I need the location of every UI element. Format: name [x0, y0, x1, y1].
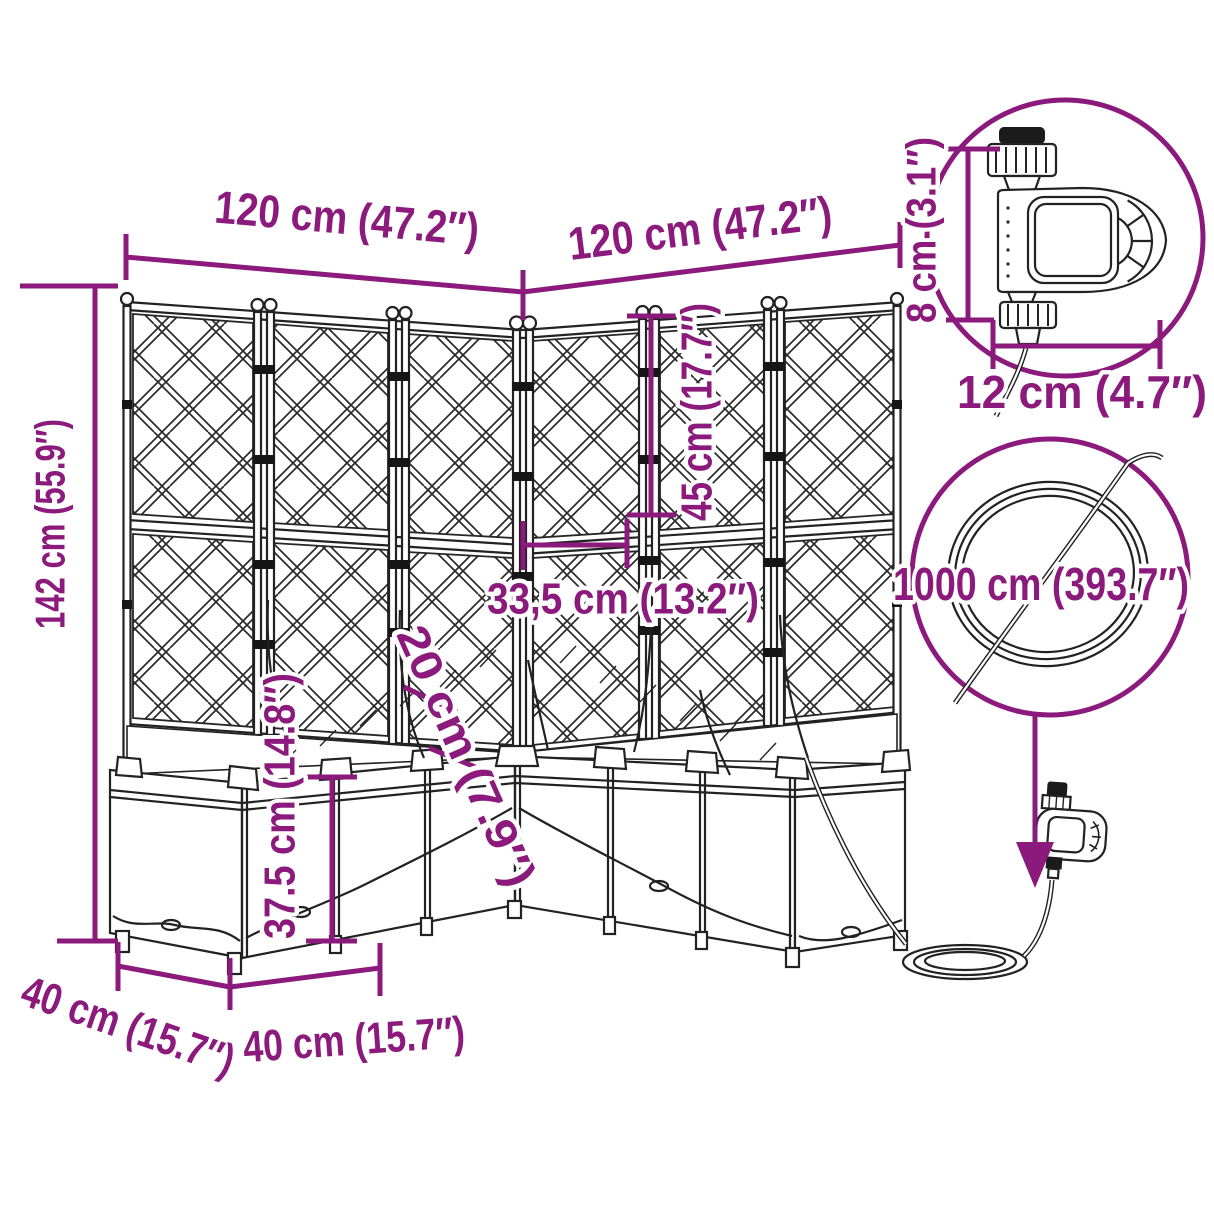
dim-trellis-section-label: 45 cm (17.7″) — [673, 303, 722, 521]
dim-timer-width-line — [990, 320, 1163, 369]
dim-trellis-section-line — [627, 313, 676, 518]
corner-caps — [114, 744, 912, 792]
trellis — [119, 291, 905, 772]
hose-coil-detail — [946, 452, 1164, 705]
timer-detail-circle — [924, 97, 1206, 379]
ground-hose-coil — [901, 943, 1029, 981]
dim-box-height-line — [306, 774, 357, 944]
dim-lattice-width-line — [520, 519, 630, 570]
dimension-lines — [20, 146, 1163, 1010]
timer-top-cap — [999, 127, 1045, 144]
hose-detail-circle — [909, 436, 1191, 718]
dim-timer-height-line — [946, 146, 1000, 323]
dim-hose-length-label: 1000 cm (393.7″) — [893, 558, 1189, 610]
timer-dial — [1117, 199, 1154, 283]
timer-side-dots — [1006, 206, 1010, 278]
skirt-holes — [160, 879, 862, 939]
drip-irrigation — [266, 599, 1108, 981]
dim-right-depth-line — [229, 943, 383, 996]
box-rims — [109, 774, 906, 812]
dim-right-depth-label: 40 cm (15.7″) — [242, 1008, 467, 1072]
dim-lattice-width-label: 33,5 cm (13.2″) — [487, 575, 759, 624]
dim-total-height-line — [20, 283, 118, 944]
timer-display — [1026, 195, 1120, 285]
box-skirts — [112, 807, 903, 942]
supply-hose-core — [804, 757, 907, 945]
dim-box-height-label: 37.5 cm (14.8″) — [256, 673, 305, 939]
trellis-rails — [126, 300, 901, 763]
pointer-arrow — [1016, 716, 1054, 888]
dim-timer-width-label: 12 cm (4.7″) — [957, 366, 1207, 418]
coil-to-timer-hose-core — [1023, 879, 1054, 957]
soil-hatch — [279, 645, 777, 767]
planter-boxes — [108, 645, 912, 976]
lattice-panels — [132, 313, 896, 746]
dim-right-length-line — [522, 222, 903, 295]
dim-left-length-label: 120 cm (47.2″) — [213, 181, 482, 256]
coil-to-timer-hose — [1022, 879, 1055, 958]
dim-left-length-line — [123, 234, 526, 320]
water-timer-detail — [986, 127, 1168, 418]
drip-tubes — [266, 599, 810, 776]
water-timer-small — [1034, 781, 1108, 880]
dim-left-depth-line — [115, 942, 233, 1010]
dim-planting-depth-line — [402, 684, 481, 772]
box-corner-edge — [513, 756, 522, 905]
dim-total-height-label: 142 cm (55.9″) — [27, 419, 74, 629]
dim-timer-height-label: 8 cm (3.1″) — [898, 137, 945, 323]
